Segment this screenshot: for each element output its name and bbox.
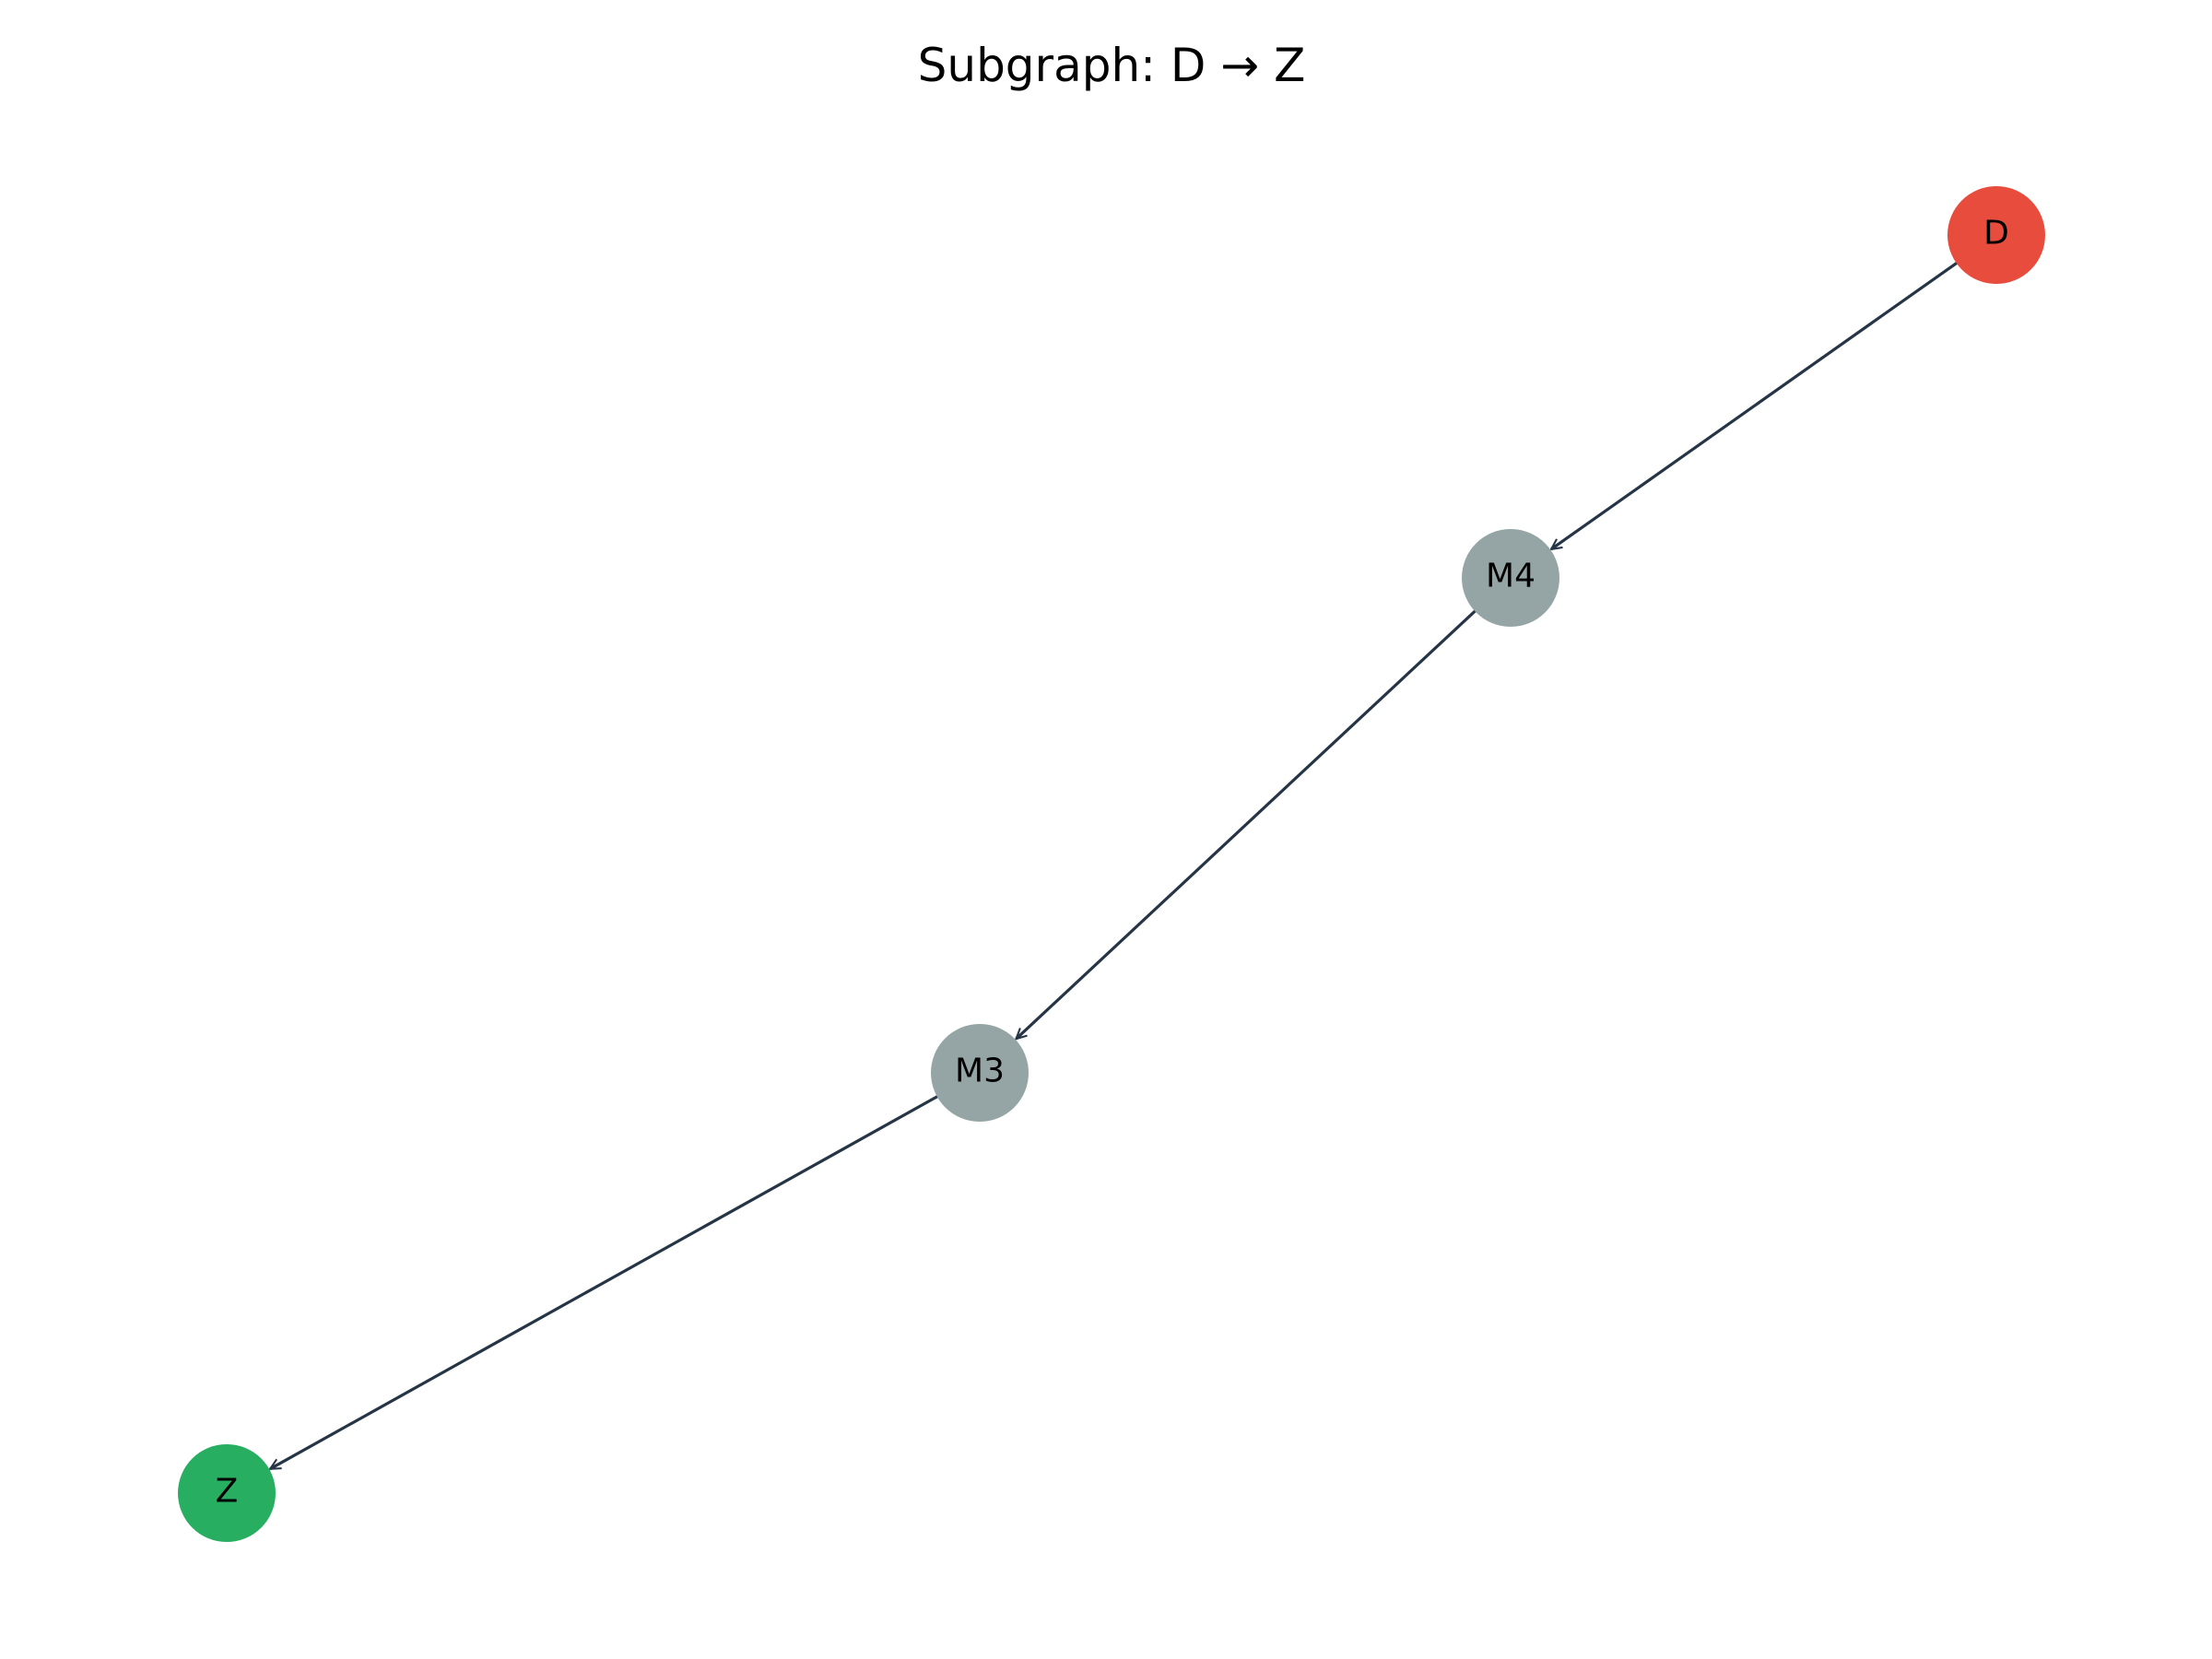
node-m3: M3 [931, 1024, 1029, 1122]
node-m3-circle [931, 1024, 1029, 1122]
nodes-layer: D M4 M3 Z [178, 186, 2045, 1542]
node-z: Z [178, 1444, 276, 1542]
node-m4: M4 [1462, 529, 1559, 627]
node-d: D [1947, 186, 2045, 284]
edge-m3-to-z [270, 1094, 940, 1471]
node-z-label: Z [216, 1473, 239, 1511]
node-m3-label: M3 [955, 1053, 1005, 1090]
node-m4-circle [1462, 529, 1559, 627]
diagram-title: Subgraph: D → Z [918, 39, 1306, 92]
edge-m4-to-m3 [1016, 608, 1477, 1039]
node-d-label: D [1983, 215, 2009, 253]
edges-layer [270, 261, 1959, 1471]
node-d-circle [1947, 186, 2045, 284]
edge-d-to-m4 [1551, 261, 1959, 548]
node-z-circle [178, 1444, 276, 1542]
node-m4-label: M4 [1486, 558, 1535, 595]
